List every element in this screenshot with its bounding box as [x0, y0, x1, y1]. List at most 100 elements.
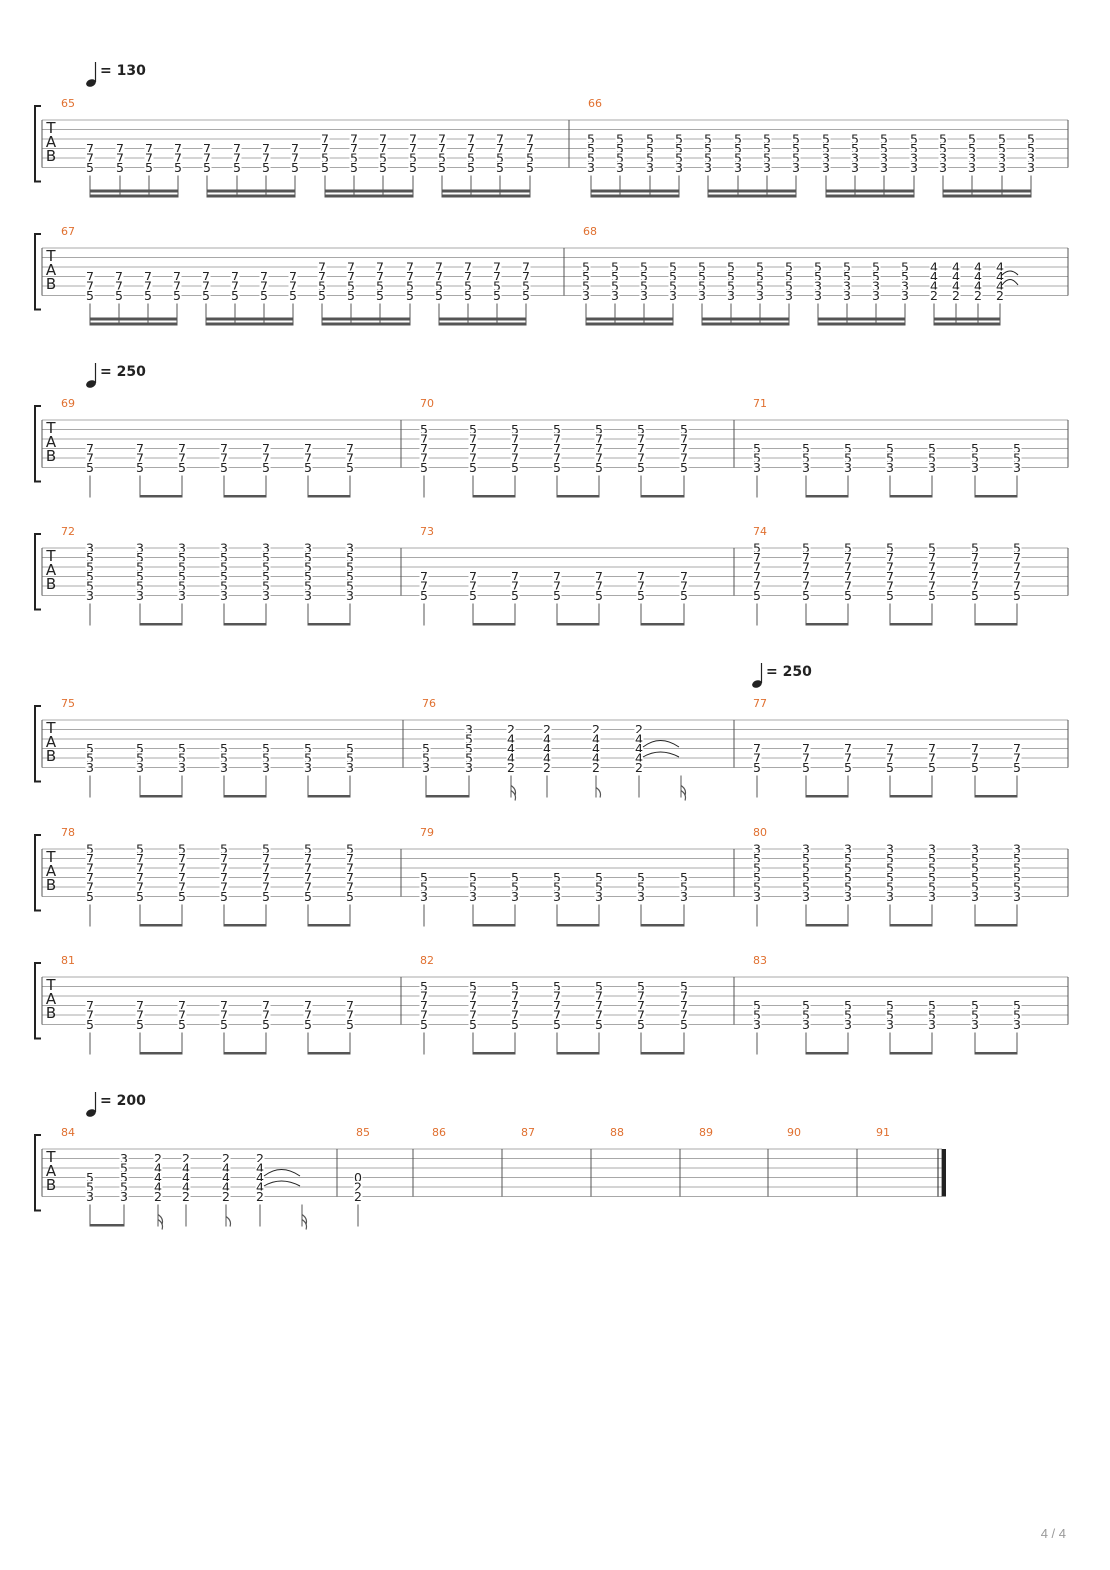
measure-number: 83 [753, 954, 767, 967]
fret-number: 7 [595, 451, 603, 466]
fret-mask [261, 862, 271, 873]
fret-number: 5 [420, 979, 428, 994]
fret-mask [378, 161, 388, 173]
fret-number: 7 [318, 269, 326, 284]
fret-number: 5 [998, 141, 1006, 156]
fret-mask [510, 452, 520, 463]
fret-number: 7 [115, 279, 123, 294]
fret-mask [1012, 561, 1022, 572]
fret-mask [255, 1162, 265, 1173]
fret-number: 5 [880, 132, 888, 147]
fret-mask [674, 142, 684, 154]
fret-number: 7 [262, 451, 270, 466]
tab-clef-letter: A [46, 133, 57, 151]
fret-number: 5 [511, 979, 519, 994]
fret-mask [636, 871, 646, 883]
fret-mask [679, 871, 689, 883]
fret-number: 3 [640, 288, 648, 303]
beam [224, 1052, 266, 1055]
fret-mask [1012, 580, 1022, 591]
measure-number: 72 [61, 525, 75, 538]
fret-mask [970, 852, 980, 864]
fret-mask [419, 1018, 429, 1030]
fret-mask [303, 452, 313, 463]
fret-number: 7 [350, 141, 358, 156]
tempo-value: = 250 [100, 364, 146, 380]
beam [934, 322, 1000, 326]
fret-number: 3 [939, 151, 947, 166]
fret-mask [375, 280, 385, 291]
fret-mask [510, 881, 520, 892]
fret-mask [594, 423, 604, 435]
fret-mask [255, 1190, 265, 1202]
fret-number: 7 [86, 441, 94, 456]
fret-mask [261, 570, 271, 582]
fret-mask [752, 843, 762, 854]
fret-number: 7 [178, 851, 186, 866]
fret-number: 7 [136, 1008, 144, 1023]
fret-mask [801, 561, 811, 572]
fret-number: 5 [971, 998, 979, 1013]
fret-mask [177, 589, 187, 601]
measure-number: 91 [876, 1126, 890, 1139]
fret-number: 7 [420, 989, 428, 1004]
quarter-note-icon [86, 380, 96, 388]
fret-number: 5 [220, 1017, 228, 1032]
fret-number: 5 [928, 870, 936, 885]
tab-system: TAB7857777557777557777557777557777557777… [34, 826, 1069, 927]
fret-mask [115, 142, 125, 154]
fret-number: 5 [496, 160, 504, 175]
fret-number: 3 [928, 460, 936, 475]
fret-mask [927, 843, 937, 854]
fret-number: 7 [637, 1008, 645, 1023]
fret-mask [1012, 551, 1022, 563]
fret-number: 7 [928, 579, 936, 594]
fret-mask [521, 280, 531, 291]
fret-mask [733, 161, 743, 173]
fret-mask [419, 461, 429, 473]
fret-mask [408, 161, 418, 173]
fret-mask [506, 723, 516, 735]
fret-mask [879, 161, 889, 173]
fret-mask [927, 881, 937, 892]
tab-system: TAB6977577577577577577577570577755777557… [34, 397, 1069, 498]
fret-number: 7 [971, 751, 979, 766]
fret-mask [464, 752, 474, 763]
fret-number: 7 [469, 579, 477, 594]
fret-number: 5 [346, 1017, 354, 1032]
fret-number: 7 [262, 441, 270, 456]
tempo-mark: = 130 [86, 62, 146, 87]
beam [140, 1052, 182, 1055]
fret-mask [885, 742, 895, 754]
fret-mask [645, 152, 655, 163]
fret-mask [581, 280, 591, 291]
fret-number: 5 [469, 979, 477, 994]
fret-number: 7 [844, 751, 852, 766]
fret-number: 5 [220, 889, 228, 904]
fret-mask [679, 570, 689, 582]
fret-number: 7 [173, 279, 181, 294]
fret-mask [408, 152, 418, 163]
fret-mask [843, 852, 853, 864]
fret-mask [927, 862, 937, 873]
fret-number: 5 [120, 1161, 128, 1176]
fret-number: 7 [291, 151, 299, 166]
fret-number: 5 [998, 132, 1006, 147]
fret-number: 3 [553, 889, 561, 904]
fret-number: 5 [438, 151, 446, 166]
fret-mask [85, 580, 95, 591]
fret-mask [375, 289, 385, 301]
fret-number: 7 [233, 151, 241, 166]
fret-mask [674, 152, 684, 163]
fret-mask [153, 1171, 163, 1183]
fret-number: 5 [901, 269, 909, 284]
fret-mask [581, 261, 591, 272]
fret-number: 5 [763, 141, 771, 156]
beam [140, 795, 182, 798]
fret-mask [219, 862, 229, 873]
fret-mask [144, 142, 154, 154]
fret-number: 7 [231, 269, 239, 284]
fret-number: 5 [346, 550, 354, 565]
beam [325, 189, 413, 193]
fret-number: 7 [86, 851, 94, 866]
